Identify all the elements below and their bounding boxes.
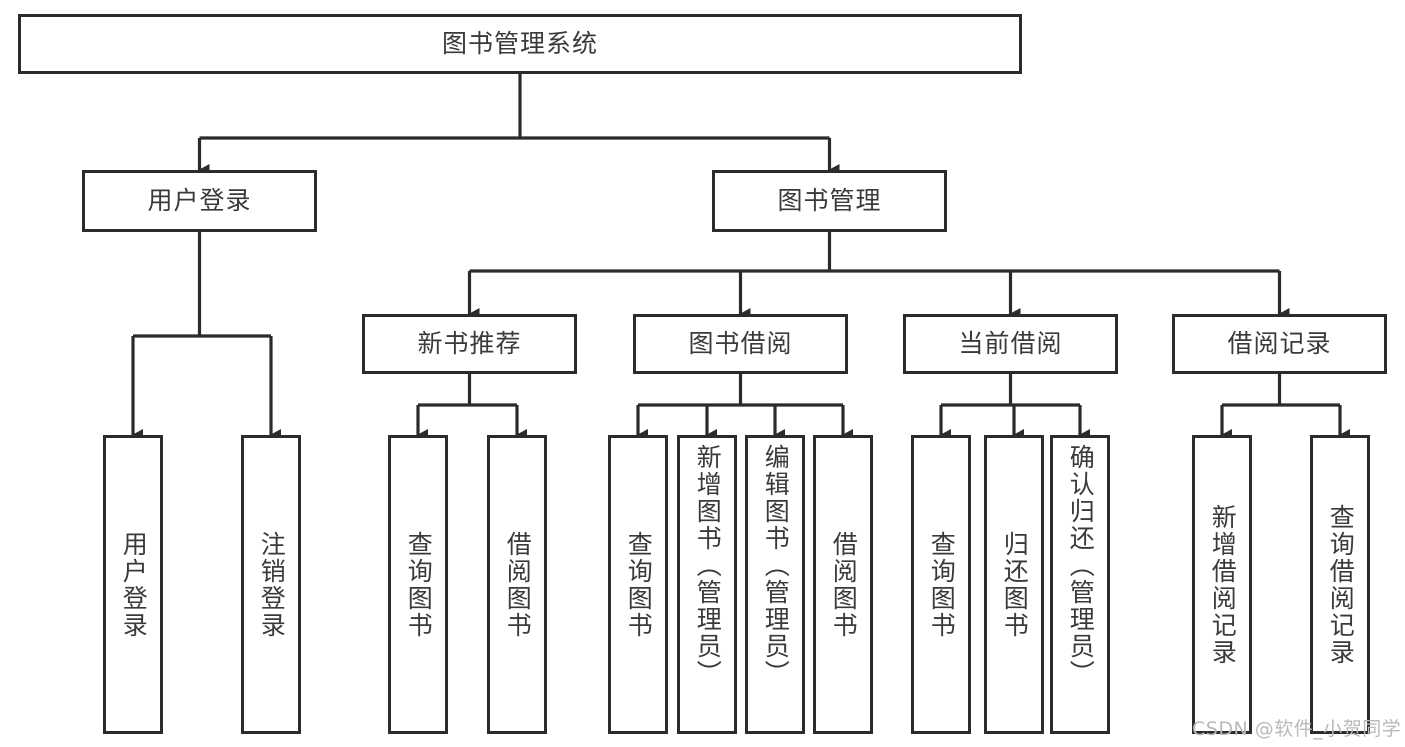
node-label: 编辑图书（管理员） <box>761 444 791 687</box>
node-borrow-record: 借阅记录 <box>1172 314 1387 374</box>
node-label: 借阅图书 <box>829 530 859 639</box>
node-leaf-borrow-book-2: 借阅图书 <box>813 435 873 734</box>
node-leaf-query-book-1: 查询图书 <box>388 435 448 734</box>
node-label: 查询图书 <box>624 530 654 639</box>
node-label: 新书推荐 <box>417 329 522 359</box>
node-label: 归还图书 <box>1000 530 1030 639</box>
node-new-book-recommend: 新书推荐 <box>362 314 577 374</box>
node-label: 图书管理 <box>777 186 882 216</box>
csdn-watermark: CSDN @软件_小贺同学 <box>1192 718 1402 740</box>
node-leaf-edit-book: 编辑图书（管理员） <box>745 435 805 734</box>
node-label: 新增图书（管理员） <box>693 444 723 687</box>
node-leaf-confirm-return: 确认归还（管理员） <box>1050 435 1110 734</box>
node-book-management: 图书管理 <box>712 170 947 232</box>
node-leaf-add-record: 新增借阅记录 <box>1192 435 1252 734</box>
node-label: 图书借阅 <box>688 329 793 359</box>
node-leaf-query-book-3: 查询图书 <box>911 435 971 734</box>
node-leaf-user-login: 用户登录 <box>103 435 163 734</box>
node-label: 借阅图书 <box>503 530 533 639</box>
node-label: 新增借阅记录 <box>1208 503 1238 666</box>
node-leaf-borrow-book-1: 借阅图书 <box>487 435 547 734</box>
node-label: 查询图书 <box>404 530 434 639</box>
node-current-borrow: 当前借阅 <box>903 314 1118 374</box>
node-user-login: 用户登录 <box>82 170 317 232</box>
node-leaf-return-book: 归还图书 <box>984 435 1044 734</box>
node-book-borrow: 图书借阅 <box>633 314 848 374</box>
node-label: 查询图书 <box>927 530 957 639</box>
node-leaf-logout: 注销登录 <box>241 435 301 734</box>
node-label: 借阅记录 <box>1227 329 1332 359</box>
node-label: 用户登录 <box>119 530 149 639</box>
node-label: 确认归还（管理员） <box>1066 444 1096 687</box>
node-leaf-add-book: 新增图书（管理员） <box>677 435 737 734</box>
node-label: 用户登录 <box>147 186 252 216</box>
node-label: 查询借阅记录 <box>1326 503 1356 666</box>
node-root: 图书管理系统 <box>18 14 1022 74</box>
node-label: 注销登录 <box>257 530 287 639</box>
node-label: 当前借阅 <box>958 329 1063 359</box>
node-leaf-query-book-2: 查询图书 <box>608 435 668 734</box>
node-label: 图书管理系统 <box>441 29 598 59</box>
node-leaf-query-record: 查询借阅记录 <box>1310 435 1370 734</box>
